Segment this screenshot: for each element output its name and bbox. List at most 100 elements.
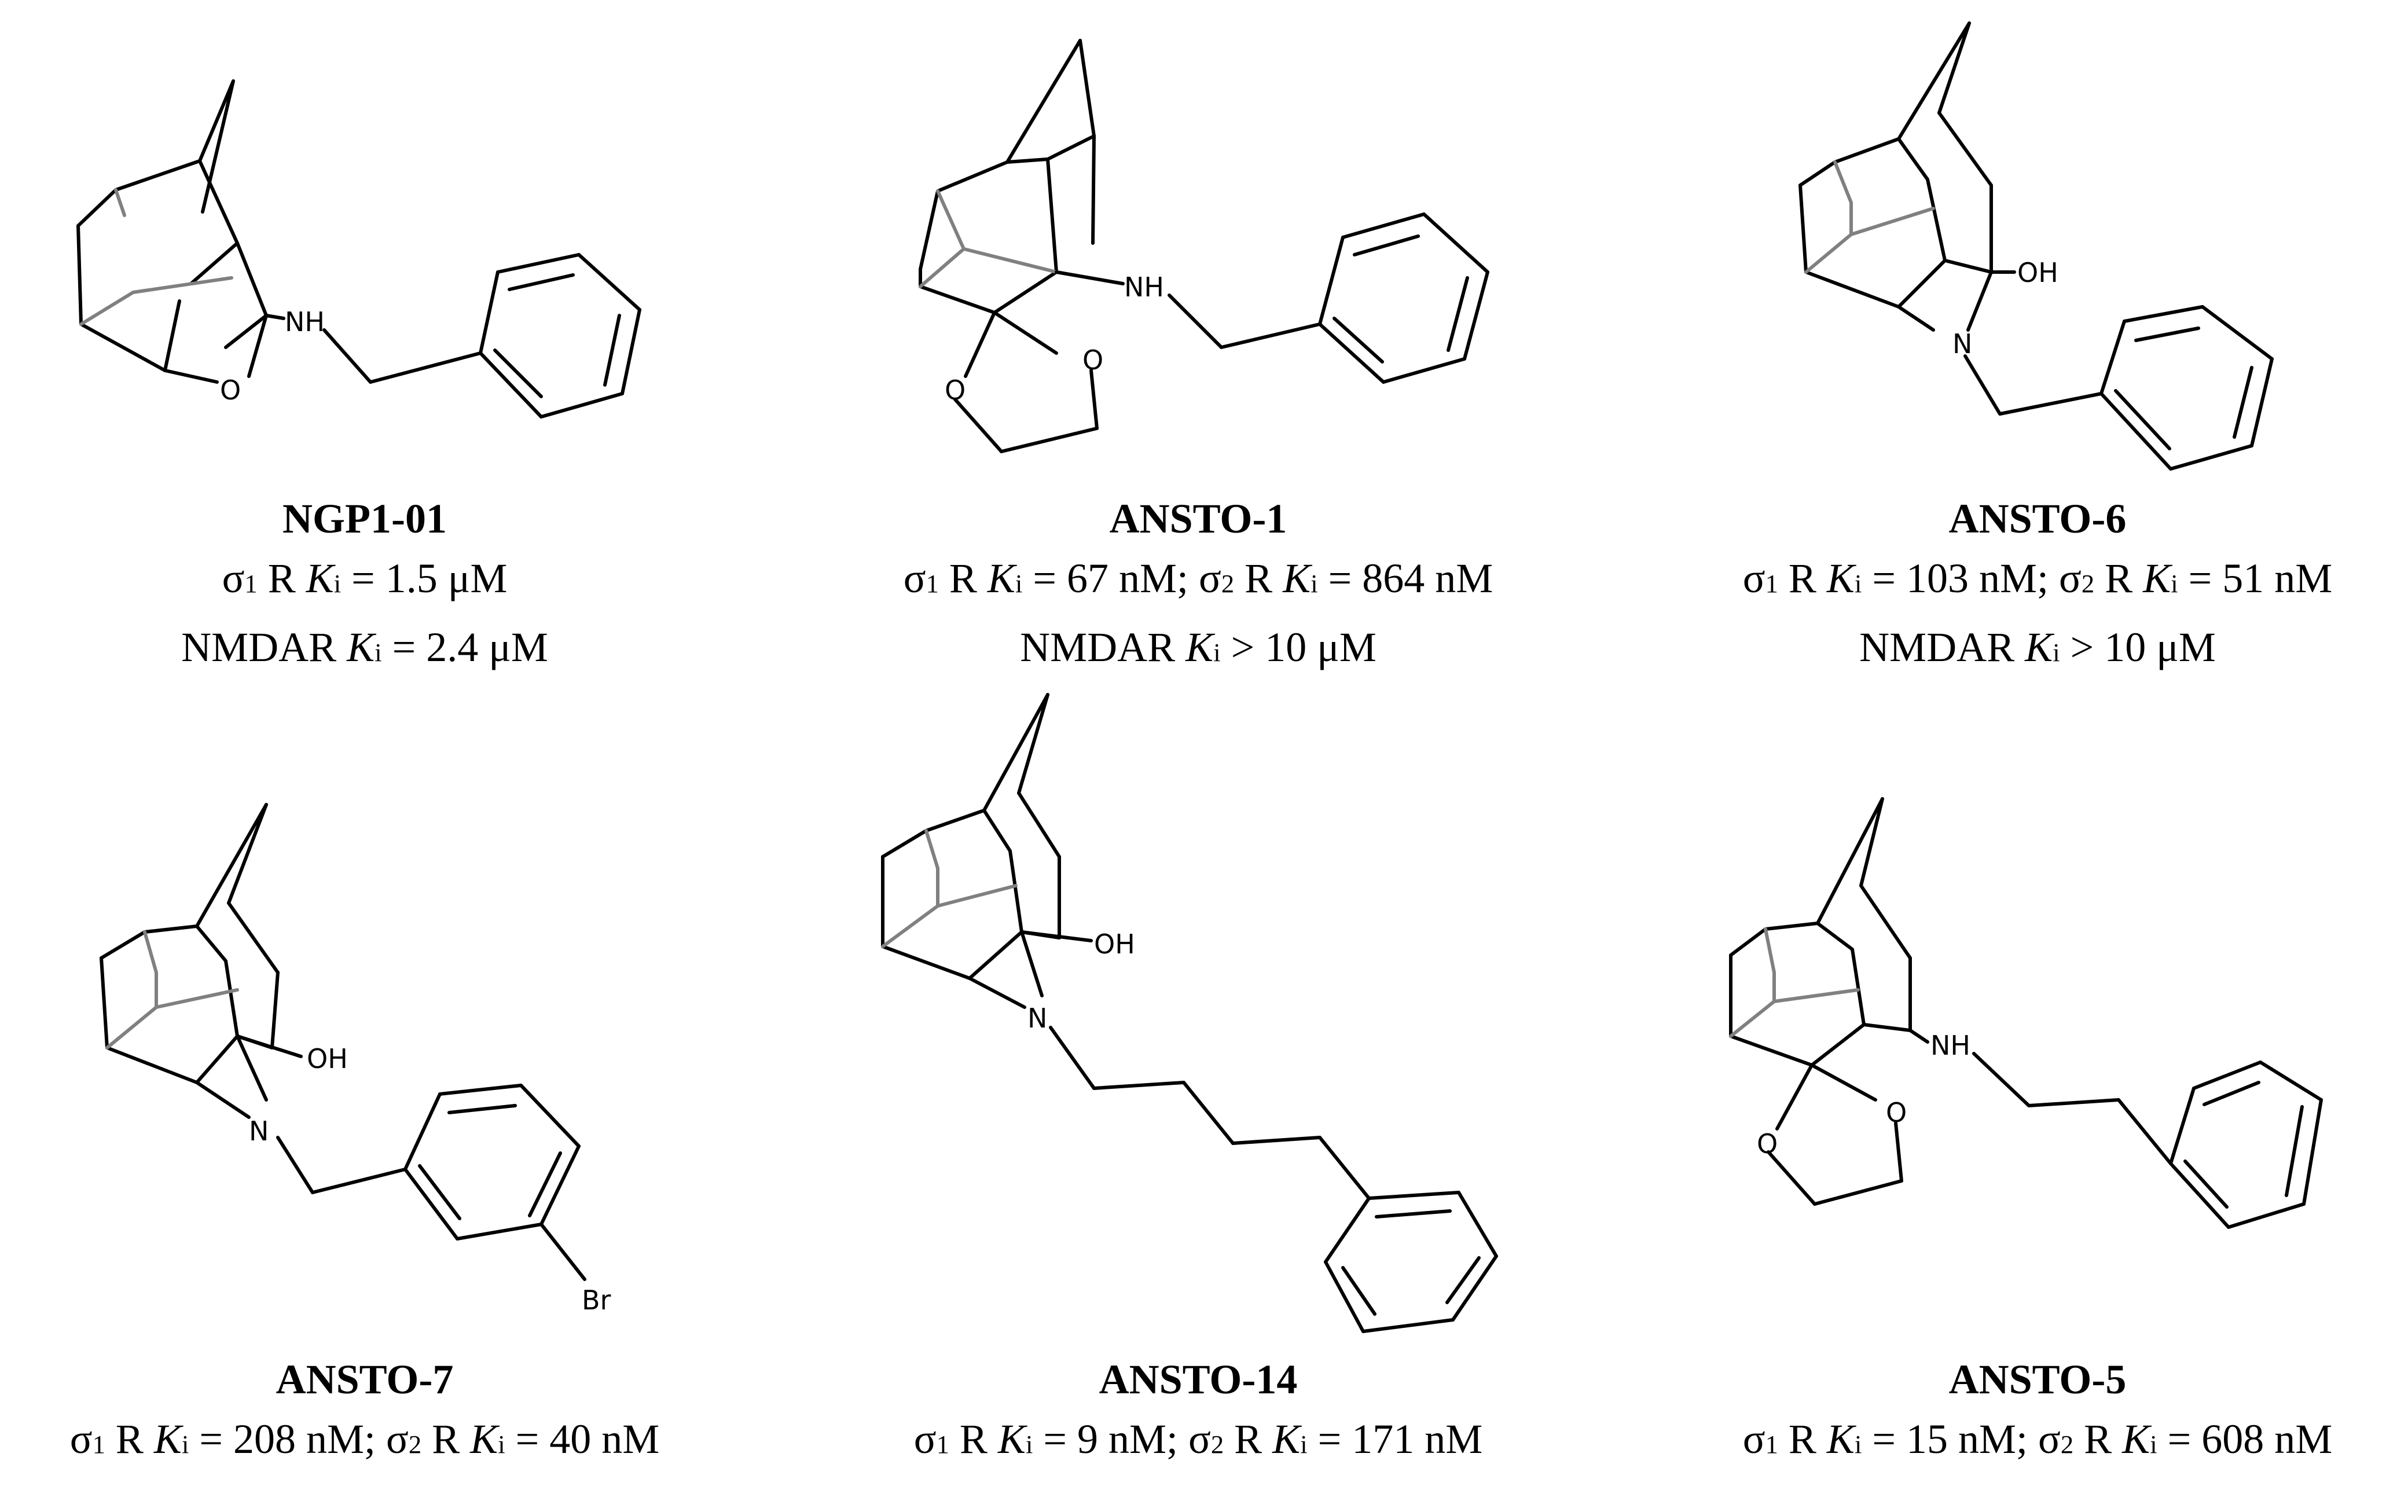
subscript-text: i xyxy=(1854,569,1862,598)
subscript-text: i xyxy=(1015,569,1023,598)
caption-ngp1-01: NGP1-01 σ1 R Ki = 1.5 μM NMDAR Ki = 2.4 … xyxy=(0,491,729,684)
italic-text: K xyxy=(2122,1416,2150,1462)
caption-text: = 864 nM xyxy=(1317,555,1493,601)
atom-label: N xyxy=(249,1115,269,1147)
subscript-text: i xyxy=(2150,1430,2157,1459)
caption-text: = 9 nM; σ xyxy=(1033,1416,1211,1462)
subscript-text: i xyxy=(1213,638,1221,667)
subscript-text: 1 xyxy=(1765,1430,1778,1459)
compound-name: ANSTO-1 xyxy=(1109,496,1287,542)
subscript-text: 1 xyxy=(1765,569,1778,598)
subscript-text: 1 xyxy=(936,1430,949,1459)
compound-name: ANSTO-7 xyxy=(276,1356,454,1403)
atom-label: O xyxy=(945,375,966,406)
caption-text: σ xyxy=(913,1416,937,1462)
atom-label: OH xyxy=(2017,257,2058,288)
subscript-text: i xyxy=(1854,1430,1862,1459)
subscript-text: 2 xyxy=(2081,569,2095,598)
caption-ansto-6: ANSTO-6 σ1 R Ki = 103 nM; σ2 R Ki = 51 n… xyxy=(1667,491,2408,684)
subscript-text: i xyxy=(1300,1430,1308,1459)
caption-text: > 10 μM xyxy=(2060,624,2216,670)
italic-text: K xyxy=(153,1416,182,1462)
subscript-text: i xyxy=(1311,569,1318,598)
italic-text: K xyxy=(1826,1416,1855,1462)
atom-label: OH xyxy=(307,1043,348,1074)
caption-text: R xyxy=(2094,555,2143,601)
caption-text: R xyxy=(938,555,988,601)
italic-text: K xyxy=(997,1416,1026,1462)
sigma-affinity: σ1 R Ki = 103 nM; σ2 R Ki = 51 nM xyxy=(1667,546,2408,615)
subscript-text: 2 xyxy=(1210,1430,1224,1459)
caption-text: R xyxy=(2073,1416,2123,1462)
compound-ngp1-01: NH O NGP1-01 σ1 R Ki = 1.5 μM NMDAR Ki =… xyxy=(0,0,729,695)
caption-text: = 51 nM xyxy=(2178,555,2333,601)
atom-label: OH xyxy=(1094,929,1135,960)
compound-name: ANSTO-6 xyxy=(1948,496,2127,542)
caption-text: = 208 nM; σ xyxy=(189,1416,409,1462)
caption-text: R xyxy=(1234,555,1283,601)
subscript-text: i xyxy=(333,569,342,598)
caption-text: σ xyxy=(1742,1416,1765,1462)
caption-text: R xyxy=(421,1416,471,1462)
subscript-text: i xyxy=(181,1430,189,1459)
compound-name: ANSTO-14 xyxy=(1099,1356,1298,1403)
structure-ansto-7: OH N Br xyxy=(100,803,611,1316)
sigma-affinity: σ1 R Ki = 1.5 μM xyxy=(0,546,729,615)
caption-text: NMDAR xyxy=(181,624,347,670)
compound-ansto-6: OH N ANSTO-6 σ1 R Ki = 103 nM; σ2 R Ki =… xyxy=(1667,0,2408,695)
subscript-text: 2 xyxy=(408,1430,422,1459)
caption-text: σ xyxy=(69,1416,93,1462)
italic-text: K xyxy=(987,555,1015,601)
structure-ansto-1: NH O O xyxy=(919,39,1489,453)
subscript-text: 1 xyxy=(244,569,258,598)
caption-text: σ xyxy=(222,555,245,601)
subscript-text: 1 xyxy=(926,569,939,598)
subscript-text: 2 xyxy=(2060,1430,2074,1459)
caption-text: R xyxy=(257,555,306,601)
italic-text: K xyxy=(347,624,375,670)
caption-text: = 67 nM; σ xyxy=(1022,555,1221,601)
sigma-affinity: σ1 R Ki = 208 nM; σ2 R Ki = 40 nM xyxy=(0,1407,729,1476)
nmdar-affinity: NMDAR Ki > 10 μM xyxy=(1667,615,2408,684)
compound-name: NGP1-01 xyxy=(282,496,447,542)
subscript-text: i xyxy=(498,1430,505,1459)
italic-text: K xyxy=(306,555,334,601)
caption-text: R xyxy=(105,1416,154,1462)
structure-ngp1-01: NH O xyxy=(76,79,641,419)
subscript-text: i xyxy=(2171,569,2178,598)
atom-label: O xyxy=(1082,344,1103,376)
compound-name: ANSTO-5 xyxy=(1948,1356,2127,1403)
subscript-text: 2 xyxy=(1221,569,1235,598)
caption-text: R xyxy=(1224,1416,1273,1462)
atom-label: O xyxy=(1886,1097,1907,1128)
sigma-affinity: σ1 R Ki = 15 nM; σ2 R Ki = 608 nM xyxy=(1667,1407,2408,1476)
sigma-affinity: σ1 R Ki = 67 nM; σ2 R Ki = 864 nM xyxy=(822,546,1574,615)
caption-ansto-1: ANSTO-1 σ1 R Ki = 67 nM; σ2 R Ki = 864 n… xyxy=(822,491,1574,684)
caption-text: NMDAR xyxy=(1859,624,2025,670)
caption-text: R xyxy=(949,1416,998,1462)
nmdar-affinity: NMDAR Ki > 10 μM xyxy=(822,615,1574,684)
atom-label: O xyxy=(220,375,241,406)
italic-text: K xyxy=(1185,624,1214,670)
caption-text: = 2.4 μM xyxy=(381,624,548,670)
atom-label: N xyxy=(1027,1003,1047,1034)
caption-ansto-5: ANSTO-5 σ1 R Ki = 15 nM; σ2 R Ki = 608 n… xyxy=(1667,1352,2408,1476)
caption-ansto-14: ANSTO-14 σ1 R Ki = 9 nM; σ2 R Ki = 171 n… xyxy=(822,1352,1574,1476)
subscript-text: i xyxy=(375,638,382,667)
compound-ansto-7: OH N Br ANSTO-7 σ1 R Ki = 208 nM; σ2 R K… xyxy=(0,753,729,1512)
caption-text: R xyxy=(1778,1416,1827,1462)
caption-text: σ xyxy=(1742,555,1765,601)
compound-ansto-1: NH O O ANSTO-1 σ1 R Ki = 67 nM; σ2 R Ki … xyxy=(822,0,1574,695)
caption-text: = 103 nM; σ xyxy=(1862,555,2082,601)
italic-text: K xyxy=(2143,555,2171,601)
atom-label: O xyxy=(1757,1128,1778,1159)
atom-label: N xyxy=(1952,328,1972,359)
caption-text: = 171 nM xyxy=(1307,1416,1483,1462)
atom-label: NH xyxy=(285,306,325,337)
caption-text: R xyxy=(1778,555,1827,601)
caption-text: NMDAR xyxy=(1020,624,1186,670)
atom-label: NH xyxy=(1930,1030,1970,1061)
compound-ansto-5: NH O O ANSTO-5 σ1 R Ki = 15 nM; σ2 R Ki … xyxy=(1667,753,2408,1512)
caption-text: = 40 nM xyxy=(505,1416,660,1462)
structure-ansto-6: OH N xyxy=(1798,21,2274,471)
